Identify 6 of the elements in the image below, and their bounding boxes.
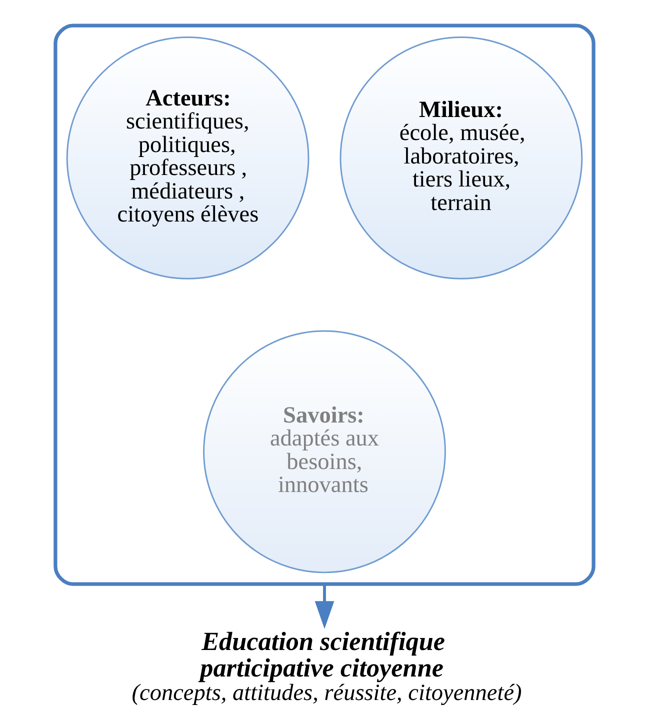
cluster (53, 24, 595, 586)
node-circle: Savoirs: adaptés aux besoins, innovants (202, 330, 446, 574)
node-circle: Milieux: école, musée, laboratoires, tiers lieux, terrain (339, 36, 582, 280)
arrow (314, 584, 334, 629)
node-text: Education scientifique participative citoyenne (concepts, attitudes, réussite, citoyenneté) (131, 627, 522, 706)
node-circle: Acteurs: scientifiques, politiques, professeurs , médiateurs , citoyens élèves (66, 36, 309, 280)
